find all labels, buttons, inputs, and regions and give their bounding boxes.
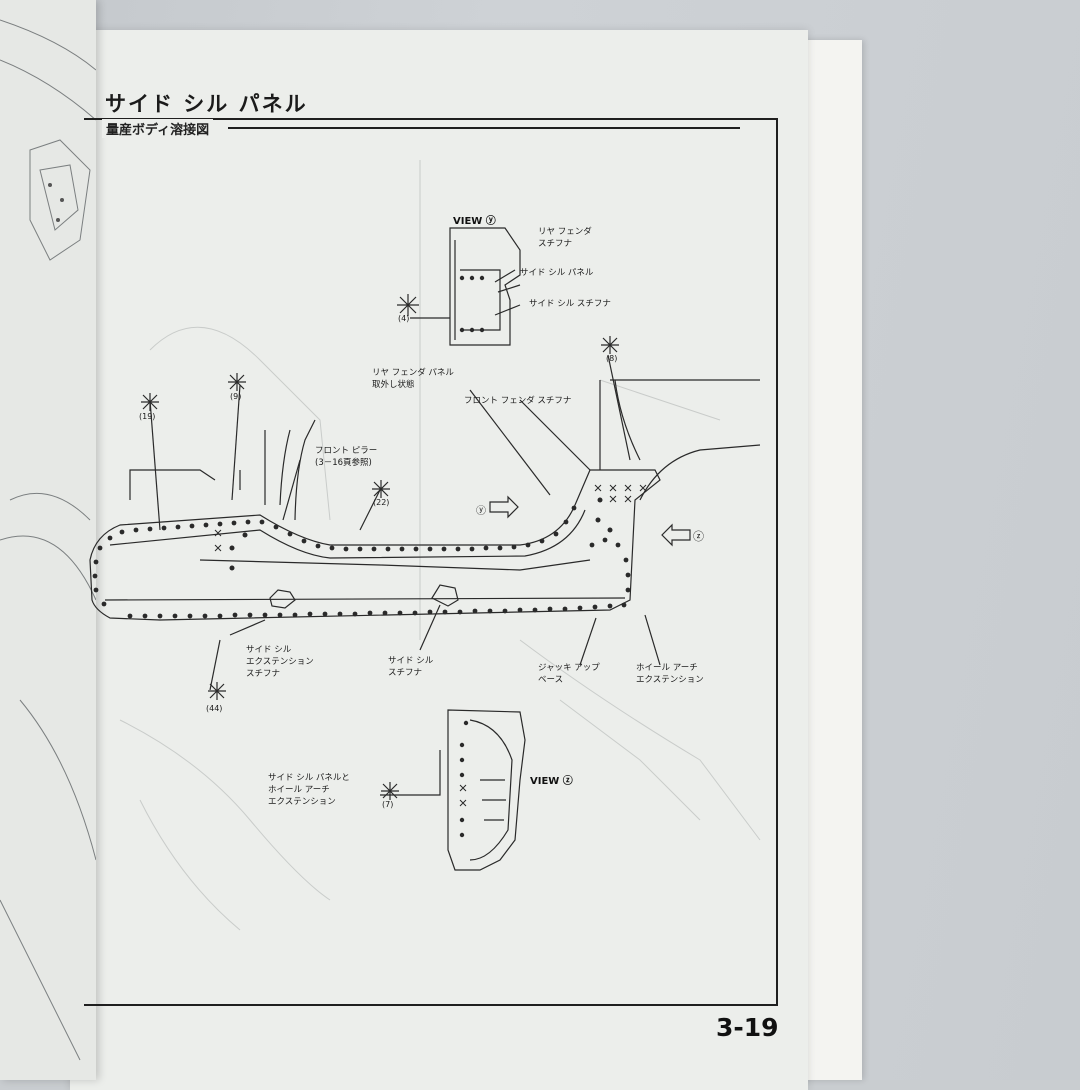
frame-bottom-rule xyxy=(84,1004,778,1006)
subtitle-rule xyxy=(228,127,740,129)
page-number: 3-19 xyxy=(716,1013,779,1042)
ref-8: (8) xyxy=(606,354,618,363)
view-z-label: VIEW ⓩ xyxy=(530,776,573,787)
ref-4: (4) xyxy=(398,314,410,323)
label-wheel-arch-extension: ホイール アーチ エクステンション xyxy=(636,663,704,685)
ref-19: (19) xyxy=(139,412,156,421)
label-rear-fender-panel-removed: リヤ フェンダ パネル 取外し状態 xyxy=(372,368,454,390)
ref-44: (44) xyxy=(206,704,223,713)
label-side-sill-extension-stiffener: サイド シル エクステンション スチフナ xyxy=(246,645,314,679)
label-front-pillar: フロント ピラー (3－16頁参照) xyxy=(315,446,378,468)
page-title: サイド シル パネル xyxy=(105,92,308,116)
view-y-arrow-marker: ⓨ xyxy=(476,506,486,517)
ref-22: (22) xyxy=(373,498,390,507)
ref-7: (7) xyxy=(382,800,394,809)
previous-page-margin xyxy=(0,0,96,1080)
label-panel-and-extension: サイド シル パネルと ホイール アーチ エクステンション xyxy=(268,773,350,807)
label-rear-fender-stiffener: リヤ フェンダ スチフナ xyxy=(538,227,592,249)
view-z-arrow-marker: ⓩ xyxy=(693,530,704,543)
label-side-sill-panel: サイド シル パネル xyxy=(520,268,594,278)
label-jack-up-base: ジャッキ アップ ベース xyxy=(538,663,600,685)
manual-page xyxy=(70,30,808,1090)
ref-9: (9) xyxy=(230,392,242,401)
label-side-sill-stiffener: サイド シル スチフナ xyxy=(529,299,611,309)
label-front-fender-stiffener: フロント フェンダ スチフナ xyxy=(464,396,572,406)
view-y-label: VIEW ⓨ xyxy=(453,216,496,227)
page-subtitle: 量産ボディ溶接図 xyxy=(102,119,214,138)
label-side-sill-stiffener-bottom: サイド シル スチフナ xyxy=(388,656,434,678)
